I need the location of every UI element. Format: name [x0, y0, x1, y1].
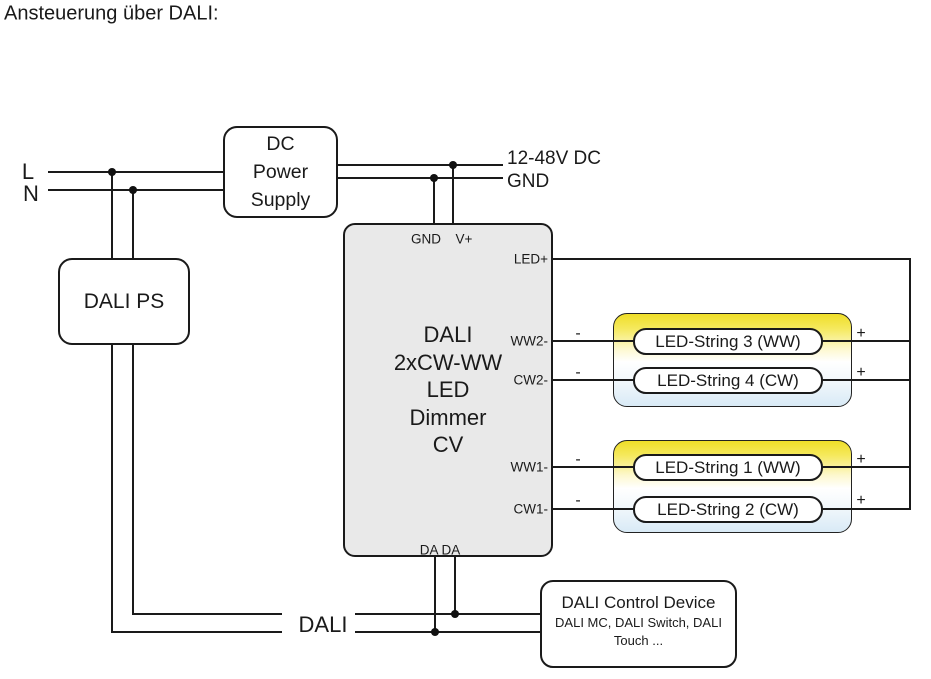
wire-n-drop	[132, 190, 134, 615]
led-string-3-box: LED-String 3 (WW)	[633, 328, 823, 355]
dimmer-name-line: CV	[432, 432, 464, 457]
led-string-1-box: LED-String 1 (WW)	[633, 454, 823, 481]
wire-ww1-left	[553, 466, 635, 468]
wire-vplus-drop	[452, 164, 454, 225]
minus-sign: -	[575, 325, 581, 342]
wire-dali-top-right	[355, 613, 540, 615]
dimmer-name-line: Dimmer	[409, 404, 487, 430]
wire-dali-top-left	[133, 613, 282, 615]
led-string-4-label: LED-String 4 (CW)	[657, 370, 799, 390]
terminal-da: DA DA	[419, 542, 461, 558]
wire-12-48v	[338, 164, 503, 166]
wire-ww1-right	[821, 466, 911, 468]
plus-sign: +	[856, 451, 866, 468]
label-dali-bus: DALI	[298, 612, 348, 637]
led-string-2-box: LED-String 2 (CW)	[633, 496, 823, 523]
led-string-2-label: LED-String 2 (CW)	[657, 499, 799, 519]
junction-dot	[449, 161, 457, 169]
wire-cw1-right	[821, 508, 911, 510]
dali-control-device-subtitle: Touch ...	[613, 633, 664, 648]
terminal-gnd: GND	[411, 231, 441, 247]
wire-led-plus	[553, 258, 911, 260]
wire-gnd-out	[338, 177, 503, 179]
wire-gnd-drop	[433, 177, 435, 225]
dc-power-supply-line: Supply	[250, 189, 311, 211]
label-l: L	[21, 159, 35, 184]
dc-power-supply-line: DC	[266, 133, 295, 155]
wire-plus-bus	[909, 258, 911, 510]
junction-dot	[431, 628, 439, 636]
wire-ww2-left	[553, 340, 635, 342]
plus-sign: +	[856, 364, 866, 381]
dimmer-box	[343, 223, 553, 557]
dimmer-name-line: DALI	[423, 322, 473, 347]
plus-sign: +	[856, 492, 866, 509]
terminal-vplus: V+	[455, 231, 473, 247]
wire-da2-drop	[454, 555, 456, 615]
terminal-ww2: WW2-	[510, 333, 549, 349]
terminal-led-plus: LED+	[513, 251, 548, 267]
label-n: N	[23, 181, 39, 206]
label-12-48v-dc: 12-48V DC	[507, 148, 601, 169]
wire-da1-drop	[434, 555, 436, 633]
dc-power-supply-label: DC Power Supply	[223, 130, 338, 214]
led-string-1-label: LED-String 1 (WW)	[655, 457, 801, 477]
wire-l-drop	[111, 172, 113, 633]
junction-dot	[451, 610, 459, 618]
dali-control-device-box	[540, 580, 737, 668]
dali-ps-box	[58, 258, 190, 345]
wire-dali-bottom-right	[355, 631, 540, 633]
dimmer-name-line: 2xCW-WW	[393, 349, 503, 375]
led-string-4-box: LED-String 4 (CW)	[633, 367, 823, 394]
minus-sign: -	[575, 364, 581, 381]
junction-dot	[108, 168, 116, 176]
wire-cw2-right	[821, 379, 911, 381]
label-gnd-out: GND	[507, 171, 550, 192]
led-string-3-label: LED-String 3 (WW)	[655, 331, 801, 351]
dali-control-device-text: DALI Control Device DALI MC, DALI Switch…	[540, 592, 737, 650]
dc-power-supply-box	[223, 126, 338, 218]
dc-power-supply-line: Power	[252, 161, 309, 183]
dali-control-device-title: DALI Control Device	[561, 593, 716, 612]
dimmer-name: DALI 2xCW-WW LED Dimmer CV	[343, 321, 553, 459]
page-title: Ansteuerung über DALI:	[4, 2, 219, 25]
terminal-ww1: WW1-	[510, 459, 549, 475]
dali-control-device-subtitle: DALI MC, DALI Switch, DALI	[555, 615, 722, 630]
wire-ww2-right	[821, 340, 911, 342]
dali-ps-label: DALI PS	[83, 289, 165, 313]
terminal-cw2: CW2-	[513, 372, 549, 388]
junction-dot	[129, 186, 137, 194]
junction-dot	[430, 174, 438, 182]
minus-sign: -	[575, 492, 581, 509]
wire-cw2-left	[553, 379, 635, 381]
minus-sign: -	[575, 451, 581, 468]
wire-l	[48, 171, 223, 173]
terminal-cw1: CW1-	[513, 501, 549, 517]
plus-sign: +	[856, 325, 866, 342]
wire-dali-bottom-left	[111, 631, 282, 633]
dimmer-name-line: LED	[426, 377, 470, 402]
wire-cw1-left	[553, 508, 635, 510]
